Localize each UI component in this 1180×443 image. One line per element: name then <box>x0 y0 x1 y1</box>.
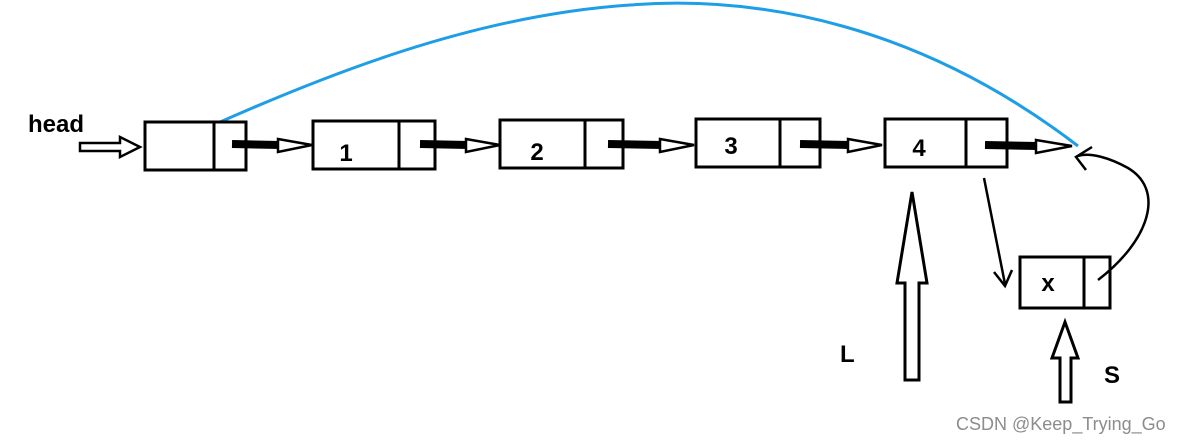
next-link-arrow <box>799 137 883 154</box>
node-value: 3 <box>724 133 737 160</box>
node-value: 2 <box>530 139 543 166</box>
next-link-arrow <box>984 138 1073 155</box>
node-box <box>311 119 437 171</box>
new-node: x <box>1018 255 1112 310</box>
l-pointer-label: L <box>840 341 855 368</box>
list-node <box>143 120 248 172</box>
node-box <box>498 118 625 170</box>
new-node-next-arrow <box>1074 145 1150 281</box>
s-pointer-icon <box>1049 317 1081 404</box>
list-node: 1 <box>311 119 437 171</box>
node-box <box>1018 255 1112 310</box>
circular-link-arc <box>162 1 1079 150</box>
node-box <box>143 120 248 172</box>
next-link-arrow <box>419 137 501 154</box>
node-value: 4 <box>912 135 926 162</box>
next-link-arrow <box>607 137 695 154</box>
s-pointer-label: S <box>1104 362 1120 389</box>
list-node: 2 <box>498 118 625 170</box>
node-value: x <box>1041 270 1055 297</box>
insert-link-arrow <box>982 177 1014 289</box>
next-link-arrow <box>231 137 313 154</box>
head-pointer-icon <box>78 134 143 160</box>
l-pointer-icon <box>895 191 929 382</box>
node-value: 1 <box>339 140 352 167</box>
head-label: head <box>28 111 84 138</box>
watermark-text: CSDN @Keep_Trying_Go <box>956 414 1166 435</box>
